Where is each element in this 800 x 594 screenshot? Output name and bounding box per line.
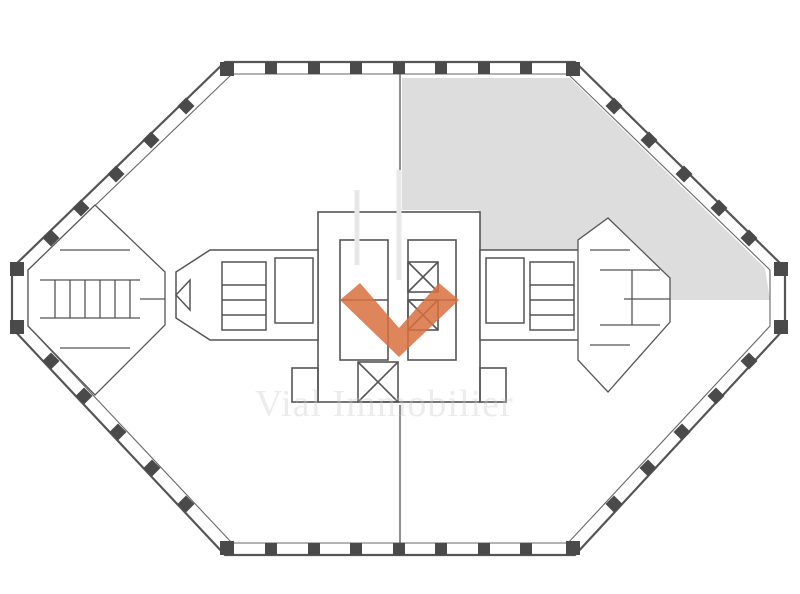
right-sanitary-wing (577, 217, 671, 393)
left-service-block (174, 249, 319, 341)
left-sanitary-wing (27, 204, 166, 396)
watermark-logo (340, 170, 459, 357)
highlighted-office-zone[interactable] (402, 78, 770, 300)
watermark-chevron-icon (340, 283, 459, 357)
